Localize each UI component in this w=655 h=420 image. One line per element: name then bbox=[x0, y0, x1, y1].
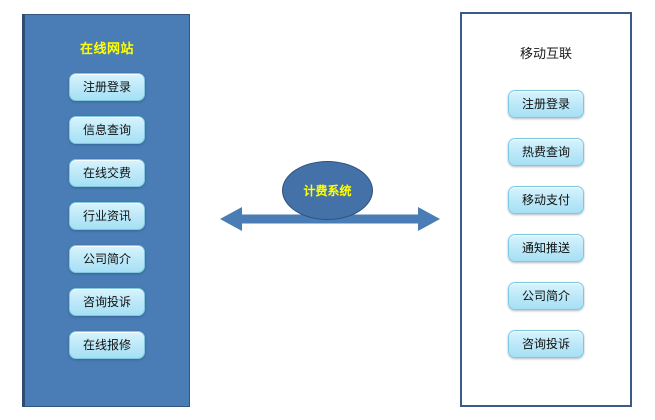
right-button-gongsi-jianjie[interactable]: 公司简介 bbox=[508, 282, 584, 310]
left-button-zhuce-denglu[interactable]: 注册登录 bbox=[69, 73, 145, 101]
right-button-refei-chaxun[interactable]: 热费查询 bbox=[508, 138, 584, 166]
right-item-row: 热费查询 bbox=[462, 138, 630, 166]
left-button-zaixian-baoxiu[interactable]: 在线报修 bbox=[69, 331, 145, 359]
left-item-row: 公司简介 bbox=[25, 245, 189, 273]
left-panel-button-stack: 注册登录 信息查询 在线交费 行业资讯 公司简介 咨询投诉 在线报修 bbox=[25, 73, 189, 359]
right-button-zixun-tousu[interactable]: 咨询投诉 bbox=[508, 330, 584, 358]
center-hub-label: 计费系统 bbox=[303, 183, 352, 198]
right-item-row: 注册登录 bbox=[462, 90, 630, 118]
right-panel-button-stack: 注册登录 热费查询 移动支付 通知推送 公司简介 咨询投诉 bbox=[462, 90, 630, 358]
left-button-zixun-tousu[interactable]: 咨询投诉 bbox=[69, 288, 145, 316]
center-hub-billing-system[interactable]: 计费系统 bbox=[282, 161, 373, 220]
left-item-row: 注册登录 bbox=[25, 73, 189, 101]
left-button-zaixian-jiaofei[interactable]: 在线交费 bbox=[69, 159, 145, 187]
left-panel-title: 在线网站 bbox=[79, 41, 134, 56]
right-button-tongzhi-tuisong[interactable]: 通知推送 bbox=[508, 234, 584, 262]
left-item-row: 咨询投诉 bbox=[25, 288, 189, 316]
right-item-row: 移动支付 bbox=[462, 186, 630, 214]
left-item-row: 在线报修 bbox=[25, 331, 189, 359]
right-item-row: 通知推送 bbox=[462, 234, 630, 262]
right-item-row: 公司简介 bbox=[462, 282, 630, 310]
left-button-gongsi-jianjie[interactable]: 公司简介 bbox=[69, 245, 145, 273]
right-panel-mobile-internet: 移动互联 注册登录 热费查询 移动支付 通知推送 公司简介 咨询投诉 bbox=[460, 12, 632, 407]
left-item-row: 在线交费 bbox=[25, 159, 189, 187]
right-button-zhuce-denglu[interactable]: 注册登录 bbox=[508, 90, 584, 118]
left-button-hangye-zixun[interactable]: 行业资讯 bbox=[69, 202, 145, 230]
left-panel-online-website: 在线网站 注册登录 信息查询 在线交费 行业资讯 公司简介 咨询投诉 在线报修 bbox=[22, 14, 190, 407]
right-item-row: 咨询投诉 bbox=[462, 330, 630, 358]
left-item-row: 信息查询 bbox=[25, 116, 189, 144]
left-item-row: 行业资讯 bbox=[25, 202, 189, 230]
right-button-yidong-zhifu[interactable]: 移动支付 bbox=[508, 186, 584, 214]
left-button-xinxi-chaxun[interactable]: 信息查询 bbox=[69, 116, 145, 144]
right-panel-title: 移动互联 bbox=[519, 46, 572, 61]
